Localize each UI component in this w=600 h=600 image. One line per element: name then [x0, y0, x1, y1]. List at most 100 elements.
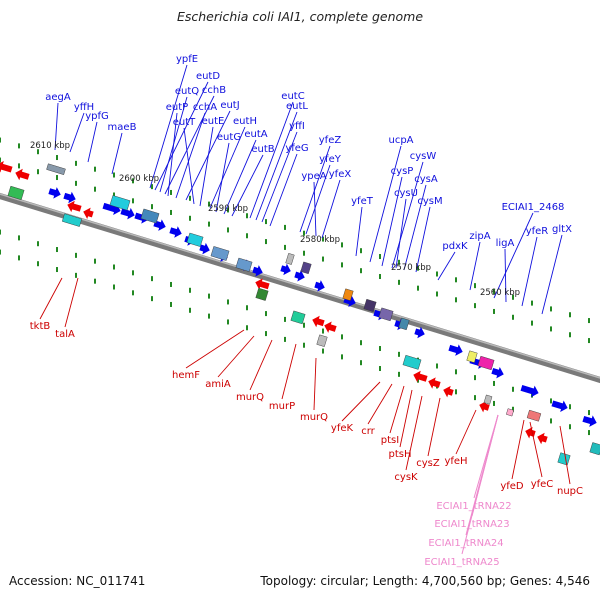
forward-gene-label: ypeA: [301, 171, 326, 182]
tick-mark: [360, 340, 362, 346]
tick-mark: [0, 229, 1, 235]
tick-mark: [18, 143, 20, 149]
leader-line: [355, 206, 363, 257]
forward-gene-label: yfeZ: [319, 135, 342, 146]
leader-line: [154, 81, 209, 191]
tick-mark: [493, 380, 495, 386]
forward-gene-label: yfeY: [319, 154, 342, 165]
leader-line: [269, 153, 298, 227]
tick-mark: [569, 424, 571, 430]
tick-mark: [531, 320, 533, 326]
reverse-gene-arrow: [312, 315, 325, 328]
tick-mark: [0, 249, 1, 255]
scale-label: 2590 kbp: [208, 204, 248, 214]
forward-gene-label: eutH: [233, 116, 257, 127]
leader-line: [493, 212, 534, 299]
tick-mark: [18, 163, 20, 169]
reverse-gene-arrow: [324, 321, 337, 333]
tick-mark: [550, 306, 552, 312]
tick-mark: [455, 369, 457, 375]
forward-gene-label: maeB: [108, 122, 137, 133]
feature-block: [235, 257, 253, 272]
reverse-gene-label: tktB: [30, 321, 51, 332]
reverse-gene-label: amiA: [205, 379, 231, 390]
feature-block: [290, 310, 306, 325]
forward-gene-label: eutL: [286, 101, 308, 112]
forward-gene-label: cysP: [391, 166, 414, 177]
tick-mark: [379, 366, 381, 372]
reverse-gene-arrow: [479, 400, 490, 413]
forward-gene-label: ECIAI1_2468: [502, 202, 565, 213]
reverse-gene-label: murP: [269, 401, 295, 412]
tick-mark: [227, 319, 229, 325]
leader-line: [405, 395, 423, 471]
feature-block: [363, 298, 377, 312]
forward-gene-arrow: [314, 280, 325, 292]
forward-gene-arrow: [199, 242, 210, 255]
forward-gene-arrow: [169, 226, 182, 238]
leader-line: [504, 248, 507, 303]
tick-mark: [303, 342, 305, 348]
leader-line: [427, 397, 441, 457]
tick-mark: [113, 192, 115, 198]
feature-block: [140, 208, 160, 224]
tick-mark: [94, 166, 96, 172]
leader-line: [87, 121, 98, 163]
tick-mark: [512, 294, 514, 300]
tick-mark: [113, 172, 115, 178]
trna-gene-label: ECIAI1_tRNA24: [428, 538, 503, 549]
leader-line: [231, 154, 264, 217]
feature-block: [300, 261, 312, 275]
forward-gene-label: eutA: [244, 129, 267, 140]
feature-block-box: [466, 350, 478, 363]
leader-line: [281, 343, 297, 400]
feature-block-box: [235, 257, 253, 272]
leader-line: [217, 335, 255, 378]
leader-line: [321, 179, 341, 239]
scale-label: 2610 kbp: [30, 141, 70, 151]
tick-mark: [550, 326, 552, 332]
tick-mark: [569, 332, 571, 338]
forward-gene-arrow: [252, 265, 263, 277]
forward-gene-label: cysW: [410, 151, 437, 162]
feature-block: [466, 350, 478, 363]
feature-block-box: [7, 185, 25, 201]
forward-gene-label: eutQ: [175, 86, 199, 97]
feature-block-box: [378, 307, 394, 322]
tick-mark: [474, 303, 476, 309]
scale-label: 2570 kbp: [391, 263, 431, 273]
feature-block-box: [557, 452, 571, 466]
feature-block: [61, 213, 83, 227]
feature-block: [589, 442, 600, 456]
tick-mark: [360, 248, 362, 254]
forward-gene-label: eutJ: [220, 100, 239, 111]
tick-mark: [56, 175, 58, 181]
leader-line: [164, 95, 215, 195]
tick-mark: [398, 279, 400, 285]
forward-gene-arrow: [520, 384, 539, 398]
feature-block-box: [285, 253, 295, 265]
tick-mark: [303, 322, 305, 328]
feature-block-box: [363, 298, 377, 312]
tick-mark: [151, 276, 153, 282]
leader-line: [389, 385, 405, 434]
leader-line: [167, 112, 178, 197]
tick-mark: [455, 389, 457, 395]
tick-mark: [436, 291, 438, 297]
map-title: Escherichia coli IAI1, complete genome: [176, 9, 424, 24]
tick-mark: [341, 334, 343, 340]
forward-gene-label: yfeT: [351, 196, 374, 207]
leader-line: [54, 102, 59, 151]
tick-mark: [37, 241, 39, 247]
tick-mark: [56, 155, 58, 161]
leader-line-layer: [39, 64, 571, 555]
tick-mark: [493, 308, 495, 314]
feature-layer: [0, 160, 600, 466]
feature-block: [557, 452, 571, 466]
reverse-gene-arrow: [83, 207, 94, 220]
feature-block: [398, 317, 410, 331]
leader-line: [199, 126, 214, 207]
feature-block: [526, 409, 542, 422]
